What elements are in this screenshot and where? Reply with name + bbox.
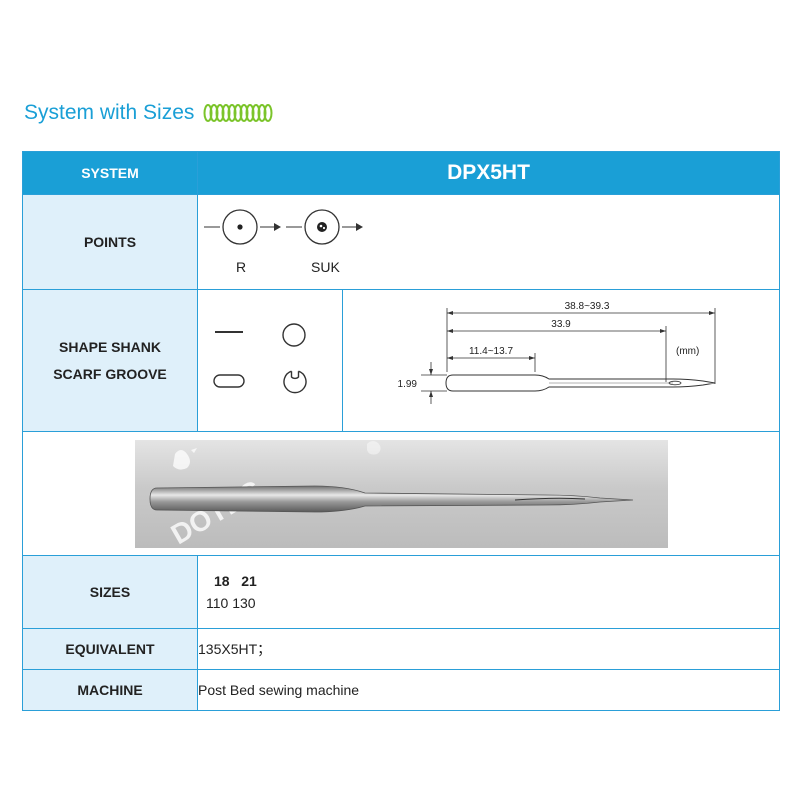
sizes-row: SIZES 18 21 110 130: [22, 555, 781, 629]
dim-shank-length: 11.4~13.7: [469, 346, 513, 357]
groove-slot-icon: [213, 373, 245, 388]
shape-label-line2: SCARF GROOVE: [53, 365, 167, 382]
point-label-suk: SUK: [311, 259, 340, 275]
section-title: System with Sizes: [24, 101, 195, 124]
equivalent-label: EQUIVALENT: [22, 628, 198, 670]
equivalent-row: EQUIVALENT 135X5HT；: [22, 628, 781, 670]
points-cell: R SUK: [196, 194, 781, 290]
section-heading: System with Sizes: [24, 98, 274, 128]
sizes-cell: 18 21 110 130: [196, 555, 781, 629]
photo-cell: DOTEC: [21, 431, 781, 556]
ball-point-icon: [286, 209, 363, 245]
dim-length-to-eye: 33.9: [551, 319, 571, 330]
dim-total-length: 38.8~39.3: [565, 301, 610, 312]
shape-label: SHAPE SHANK SCARF GROOVE: [22, 289, 198, 432]
size-nm-21: 21: [241, 573, 257, 589]
sizes-nm: 18 21: [214, 573, 779, 589]
dim-unit: (mm): [676, 346, 699, 357]
machine-row: MACHINE Post Bed sewing machine: [22, 669, 781, 711]
shape-row: SHAPE SHANK SCARF GROOVE: [22, 289, 781, 432]
spec-table: SYSTEM DPX5HT POINTS: [21, 151, 781, 711]
points-label: POINTS: [22, 194, 198, 290]
needle-diagram-cell: 38.8~39.3 33.9 11.4~13.7 1.99 (mm): [341, 289, 781, 432]
needle-photo: DOTEC: [134, 439, 668, 548]
size-metric-110: 110: [206, 595, 229, 611]
dotec-watermark-logo: [172, 440, 381, 470]
system-value: DPX5HT: [196, 151, 781, 195]
needle-dimension-diagram: 38.8~39.3 33.9 11.4~13.7 1.99 (mm): [398, 301, 716, 404]
point-label-r: R: [236, 259, 247, 275]
equivalent-value: 135X5HT；: [196, 628, 781, 670]
round-point-icon: [204, 209, 281, 245]
machine-label: MACHINE: [22, 669, 198, 711]
size-nm-18: 18: [214, 573, 230, 589]
scarf-groove-circle-icon: [283, 370, 307, 393]
sizes-metric: 110 130: [206, 595, 779, 611]
points-row: POINTS R: [22, 194, 781, 290]
system-label: SYSTEM: [22, 151, 198, 195]
photo-row: DOTEC: [21, 431, 781, 556]
dim-shank-diameter: 1.99: [398, 379, 418, 390]
shape-icons-cell: [197, 289, 343, 432]
machine-value: Post Bed sewing machine: [196, 669, 781, 711]
system-row: SYSTEM DPX5HT: [22, 151, 781, 195]
shape-label-line1: SHAPE SHANK: [59, 338, 161, 355]
spring-icon: [203, 104, 273, 122]
size-metric-130: 130: [232, 595, 256, 611]
flat-shank-line-icon: [215, 330, 243, 333]
round-shank-circle-icon: [282, 322, 306, 347]
sizes-label: SIZES: [22, 555, 198, 629]
